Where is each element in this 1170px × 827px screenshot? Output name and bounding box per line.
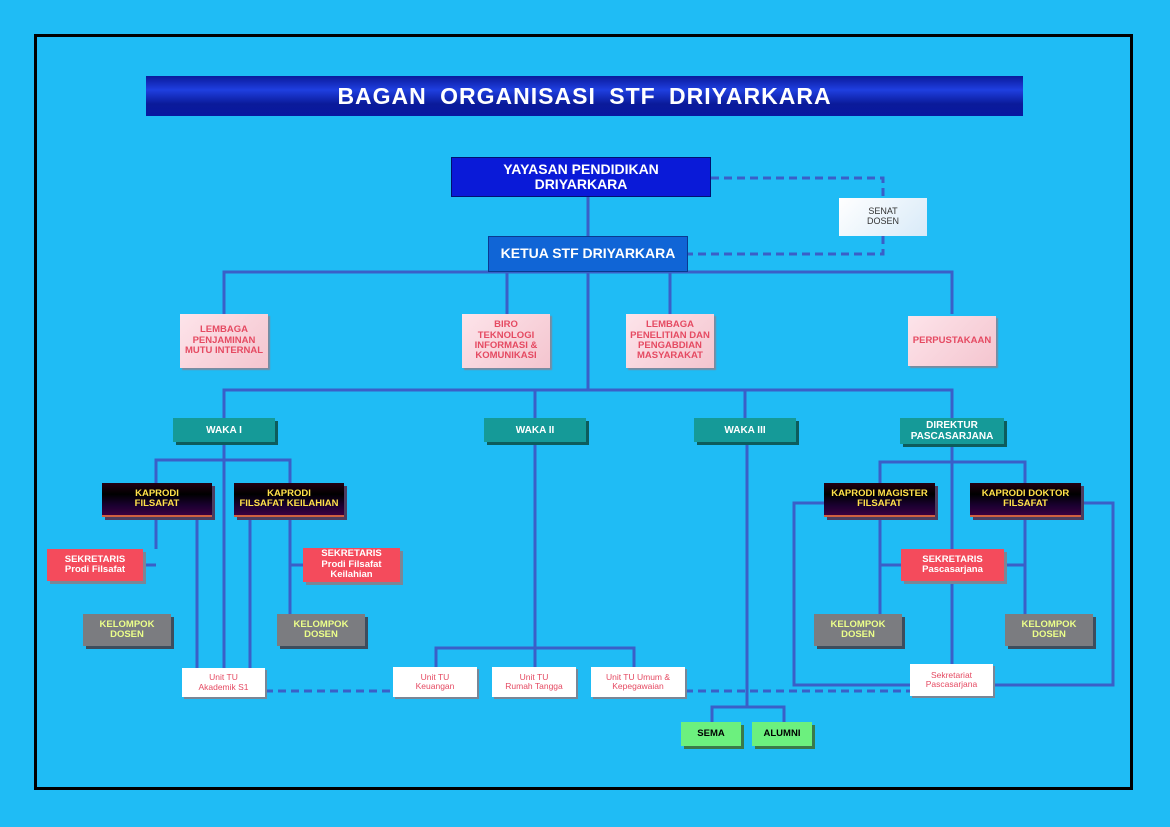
node-perpustakaan: PERPUSTAKAAN xyxy=(908,316,996,366)
node-kelompok-dosen-2: KELOMPOK DOSEN xyxy=(277,614,365,646)
node-lembaga-penjaminan-mutu: LEMBAGA PENJAMINAN MUTU INTERNAL xyxy=(180,314,268,368)
node-kaprodi-filsafat: KAPRODI FILSAFAT xyxy=(102,483,212,517)
node-yayasan: YAYASAN PENDIDIKAN DRIYARKARA xyxy=(451,157,711,197)
node-kelompok-dosen-4: KELOMPOK DOSEN xyxy=(1005,614,1093,646)
node-sema: SEMA xyxy=(681,722,741,746)
node-kaprodi-doktor: KAPRODI DOKTOR FILSAFAT xyxy=(970,483,1081,517)
node-unit-tu-rumah-tangga: Unit TU Rumah Tangga xyxy=(492,667,576,697)
node-ketua: KETUA STF DRIYARKARA xyxy=(488,236,688,272)
node-waka-2: WAKA II xyxy=(484,418,586,442)
node-kelompok-dosen-1: KELOMPOK DOSEN xyxy=(83,614,171,646)
node-sekretaris-pascasarjana: SEKRETARIS Pascasarjana xyxy=(901,549,1004,581)
node-unit-tu-akademik: Unit TU Akademik S1 xyxy=(182,668,265,697)
node-waka-3: WAKA III xyxy=(694,418,796,442)
node-sekretariat-pascasarjana: Sekretariat Pascasarjana xyxy=(910,664,993,696)
node-unit-tu-umum: Unit TU Umum & Kepegawaian xyxy=(591,667,685,697)
node-sekretaris-keilahian: SEKRETARIS Prodi Filsafat Keilahian xyxy=(303,548,400,582)
node-waka-1: WAKA I xyxy=(173,418,275,442)
node-senat-dosen: SENAT DOSEN xyxy=(839,198,927,236)
diagram-frame xyxy=(34,34,1133,790)
node-kaprodi-magister: KAPRODI MAGISTER FILSAFAT xyxy=(824,483,935,517)
node-kelompok-dosen-3: KELOMPOK DOSEN xyxy=(814,614,902,646)
node-biro-tik: BIRO TEKNOLOGI INFORMASI & KOMUNIKASI xyxy=(462,314,550,368)
node-alumni: ALUMNI xyxy=(752,722,812,746)
node-kaprodi-keilahian: KAPRODI FILSAFAT KEILAHIAN xyxy=(234,483,344,517)
page-title: BAGAN ORGANISASI STF DRIYARKARA xyxy=(146,76,1023,116)
node-sekretaris-filsafat: SEKRETARIS Prodi Filsafat xyxy=(47,549,143,581)
node-lembaga-penelitian: LEMBAGA PENELITIAN DAN PENGABDIAN MASYAR… xyxy=(626,314,714,368)
node-direktur-pascasarjana: DIREKTUR PASCASARJANA xyxy=(900,418,1004,444)
node-unit-tu-keuangan: Unit TU Keuangan xyxy=(393,667,477,697)
